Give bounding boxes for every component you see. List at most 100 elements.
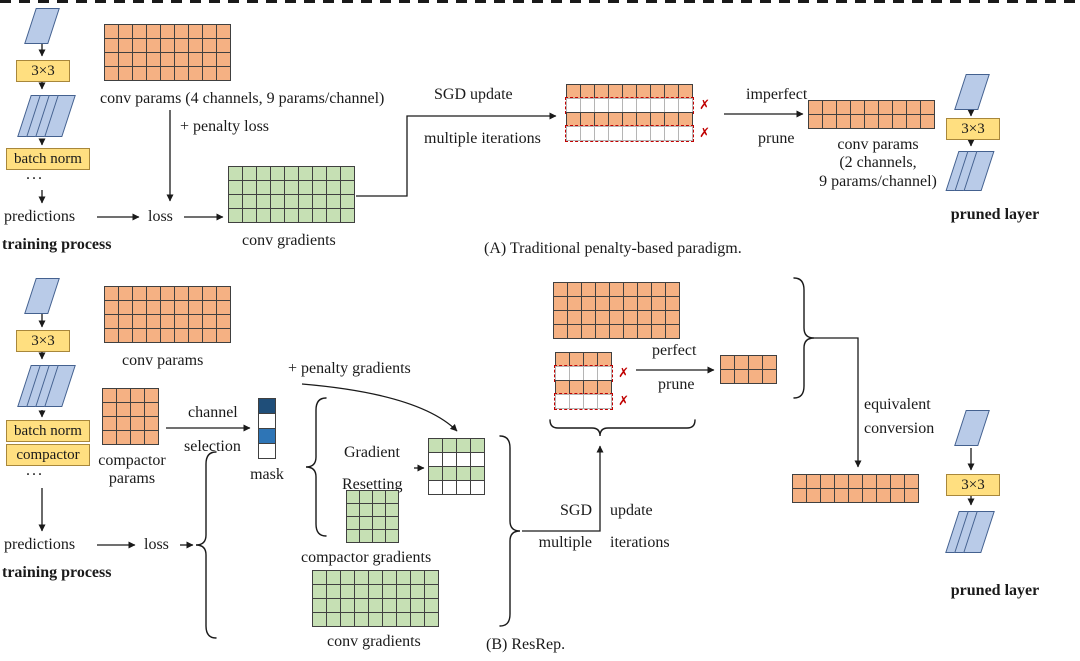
grid-row <box>346 490 399 504</box>
grid-cell <box>609 296 624 311</box>
pruned-conv-3x3-box: 3×3 <box>946 118 1000 140</box>
grid-cell <box>665 310 680 325</box>
conv-gradients-grid <box>228 166 355 223</box>
trained-params-grid: ✗✗ <box>565 84 710 142</box>
grid-row <box>104 300 231 315</box>
grid-cell <box>118 286 133 301</box>
grid-cell <box>188 24 203 39</box>
grid-row <box>553 296 680 311</box>
grid-row <box>258 428 276 444</box>
grid-row <box>312 570 439 585</box>
grid-cell <box>608 112 623 127</box>
grid-cell <box>636 84 651 99</box>
grid-cell <box>678 112 693 127</box>
grid-cell <box>651 282 666 297</box>
grid-cell <box>104 328 119 343</box>
grid-cell <box>622 126 637 141</box>
grid-cell <box>354 584 369 599</box>
grid-cell <box>104 38 119 53</box>
grid-cell <box>836 100 851 115</box>
grid-cell <box>580 126 595 141</box>
grid-cell <box>284 194 299 209</box>
grid-cell <box>188 38 203 53</box>
grid-cell <box>326 194 341 209</box>
grid-cell <box>651 296 666 311</box>
grid-cell <box>160 314 175 329</box>
grid-row <box>808 114 935 129</box>
grid-cell <box>748 355 763 370</box>
grid-cell <box>594 112 609 127</box>
grid-row <box>792 488 919 503</box>
pruned-layer-label: pruned layer <box>950 206 1040 223</box>
grid-cell <box>424 584 439 599</box>
grid-cell <box>312 598 327 613</box>
grid-cell <box>650 112 665 127</box>
grid-cell <box>132 66 147 81</box>
grid-row <box>428 438 485 453</box>
grid-cell <box>651 310 666 325</box>
grid-row: ✗ <box>554 365 629 382</box>
grid-cell <box>258 428 276 444</box>
grid-cell <box>270 180 285 195</box>
grid-cell <box>876 488 891 503</box>
pruned-conv-3x3-box: 3×3 <box>946 474 1000 496</box>
grid-cell <box>298 180 313 195</box>
grid-cell <box>216 328 231 343</box>
grid-cell <box>806 474 821 489</box>
grid-cell <box>734 355 749 370</box>
section-divider <box>0 0 1080 3</box>
grid-cell <box>340 166 355 181</box>
grid-cell <box>410 584 425 599</box>
compactor-params-caption: compactor params <box>92 452 172 489</box>
brace-under-grids <box>549 419 696 437</box>
grid-cell <box>102 416 117 431</box>
grid-cell <box>228 180 243 195</box>
grid-cell <box>312 584 327 599</box>
grid-cell <box>202 52 217 67</box>
grid-cell <box>242 180 257 195</box>
grid-cell <box>372 503 386 517</box>
grid-cell <box>118 52 133 67</box>
grid-row <box>258 413 276 429</box>
grid-cell <box>920 100 935 115</box>
grid-cell <box>623 310 638 325</box>
grid-row <box>104 52 231 67</box>
grid-cell <box>470 452 485 467</box>
grid-cell <box>298 208 313 223</box>
grid-cell <box>298 194 313 209</box>
conv-params-caption: conv params (4 channels, 9 params/channe… <box>100 90 385 107</box>
grid-row <box>346 529 399 543</box>
grid-cell <box>720 369 735 384</box>
pruned-x-mark: ✗ <box>618 393 629 409</box>
grid-cell <box>340 208 355 223</box>
grid-cell <box>326 570 341 585</box>
grid-cell <box>160 300 175 315</box>
grid-cell <box>622 98 637 113</box>
grid-cell <box>665 324 680 339</box>
grid-row: ✗ <box>565 97 710 114</box>
grid-cell <box>396 570 411 585</box>
sgd-label-word4: iterations <box>610 534 670 551</box>
grid-row <box>312 612 439 627</box>
grid-row <box>555 352 612 367</box>
grid-cell <box>116 388 131 403</box>
grid-cell <box>567 282 582 297</box>
grid-cell <box>104 66 119 81</box>
grid-cell <box>104 286 119 301</box>
grid-cell <box>228 166 243 181</box>
grid-cell <box>664 112 679 127</box>
grid-row <box>102 402 159 417</box>
grid-cell <box>820 474 835 489</box>
grid-cell <box>608 98 623 113</box>
pruned-x-mark: ✗ <box>618 365 629 381</box>
grid-cell <box>368 584 383 599</box>
grid-row: ✗ <box>554 393 629 410</box>
grid-cell <box>850 114 865 129</box>
grid-cell <box>822 100 837 115</box>
grid-cell <box>340 180 355 195</box>
grid-cell <box>298 166 313 181</box>
equivalent-label: equivalent <box>864 396 931 413</box>
grid-cell <box>581 310 596 325</box>
grid-cell <box>396 612 411 627</box>
grid-cell <box>188 52 203 67</box>
